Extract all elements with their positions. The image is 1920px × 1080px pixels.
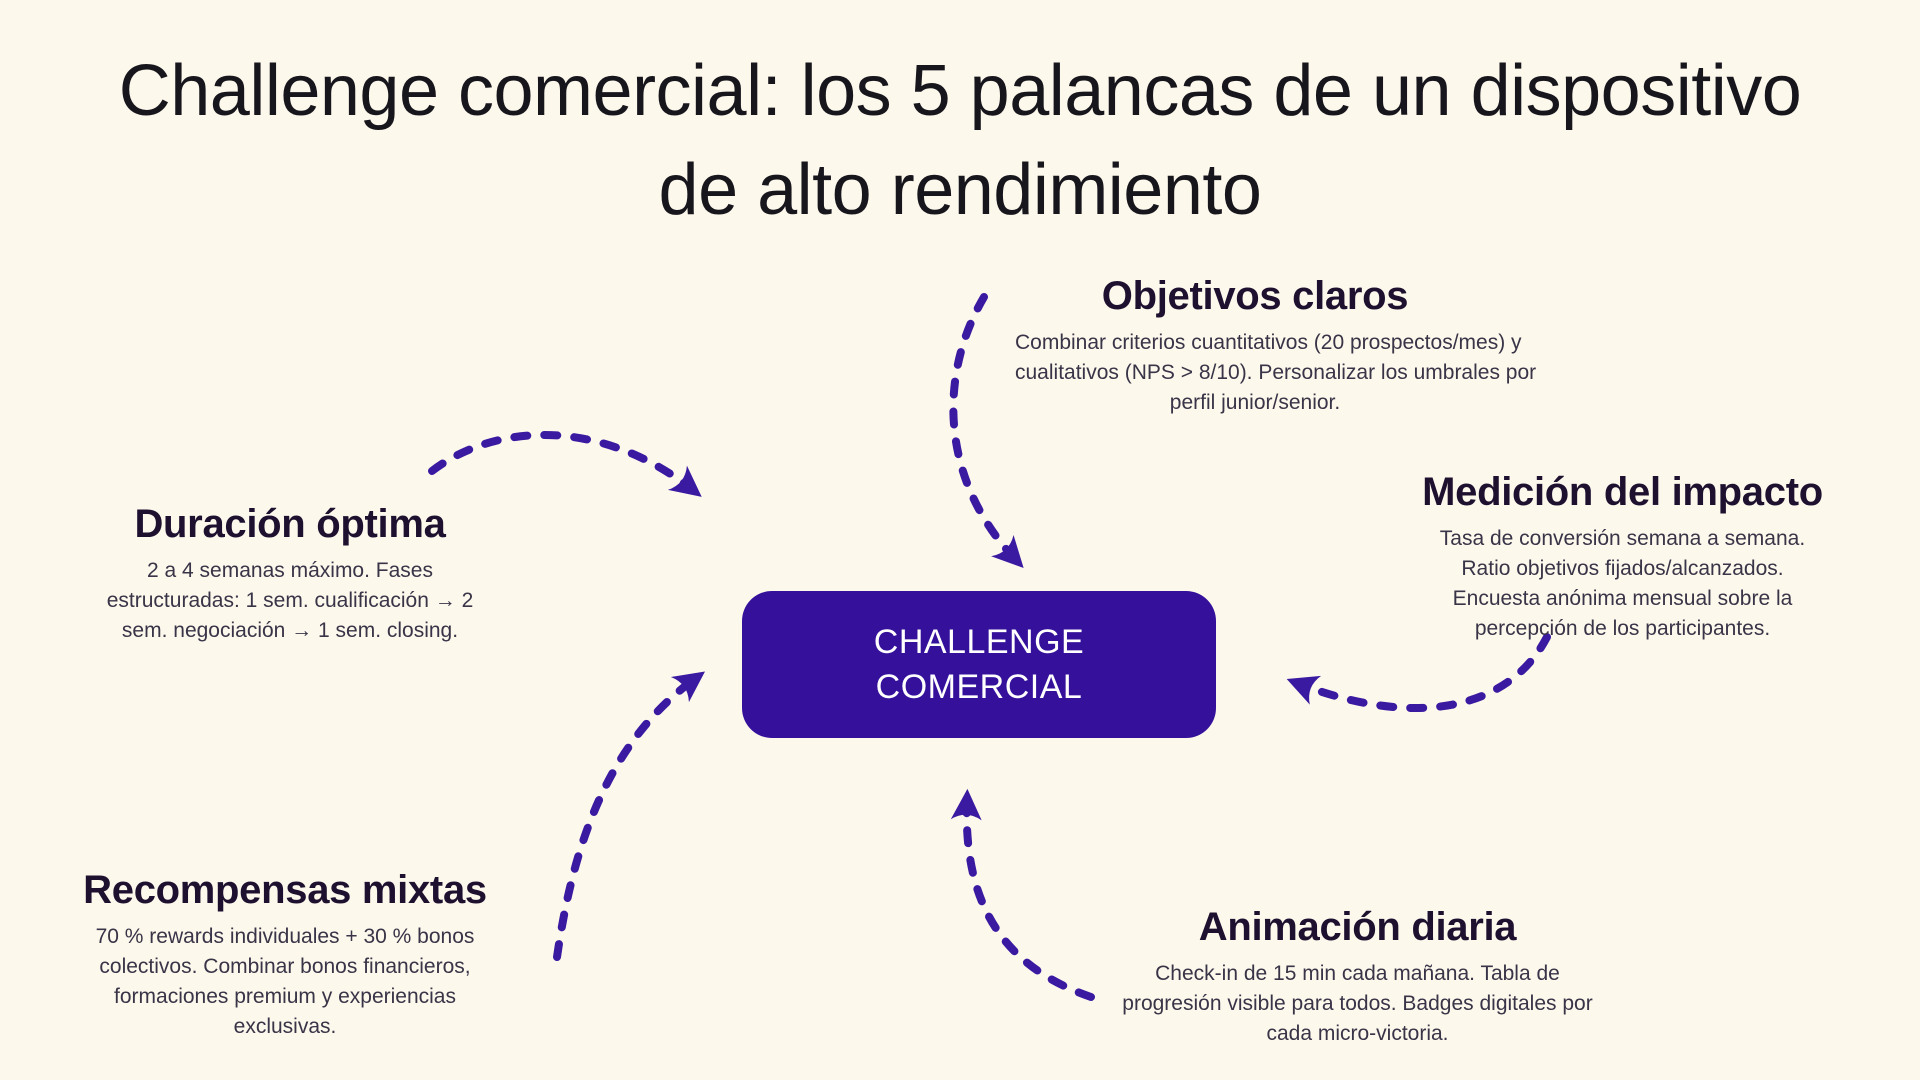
arrow-animacion-to-center: [950, 788, 1095, 1001]
arrow-medicion-to-center: [1286, 633, 1551, 712]
branch-body-line: exclusivas.: [233, 1015, 337, 1038]
arrow-objetivos-to-center: [949, 293, 1024, 569]
branch-body-line: percepción de los participantes.: [1474, 617, 1771, 640]
branch-body-line: Combinar criterios cuantitativos (20 pro…: [1015, 331, 1522, 354]
page-title-line-2: de alto rendimiento: [658, 150, 1262, 230]
branch-recompensas-mixtas: Recompensas mixtas 70 % rewards individu…: [55, 866, 515, 1042]
branch-heading-objetivos-claros: Objetivos claros: [1101, 274, 1409, 318]
branch-heading-medicion-del-impacto: Medición del impacto: [1422, 470, 1823, 514]
branch-body-line: cualitativos (NPS > 8/10). Personalizar …: [1015, 361, 1537, 384]
branch-body-line: perfil junior/senior.: [1169, 391, 1341, 414]
branch-heading-recompensas-mixtas: Recompensas mixtas: [83, 868, 487, 912]
page-title: Challenge comercial: los 5 palancas de u…: [0, 42, 1920, 240]
branch-body-line: Ratio objetivos fijados/alcanzados.: [1461, 557, 1784, 580]
arrow-duracion-to-center: [428, 431, 702, 497]
center-node-label-line-1: CHALLENGE: [873, 622, 1085, 661]
center-node-label-line-2: COMERCIAL: [875, 667, 1083, 706]
branch-duracion-optima: Duración óptima 2 a 4 semanas máximo. Fa…: [80, 500, 500, 646]
branch-body-line: colectivos. Combinar bonos financieros,: [99, 955, 471, 978]
branch-body-line: Tasa de conversión semana a semana.: [1439, 527, 1806, 550]
branch-body-line: 2 a 4 semanas máximo. Fases: [147, 559, 433, 582]
branch-objetivos-claros: Objetivos claros Combinar criterios cuan…: [1015, 272, 1537, 418]
branch-body-line: progresión visible para todos. Badges di…: [1122, 992, 1593, 1015]
branch-body-line: 70 % rewards individuales + 30 % bonos: [95, 925, 475, 948]
branch-body-line: sem. negociación → 1 sem. closing.: [121, 619, 459, 642]
branch-heading-duracion-optima: Duración óptima: [134, 502, 446, 546]
branch-body-line: estructuradas: 1 sem. cualificación → 2: [106, 589, 474, 612]
branch-body-line: Check-in de 15 min cada mañana. Tabla de: [1155, 962, 1560, 985]
center-node-challenge-comercial: CHALLENGE COMERCIAL: [742, 591, 1216, 738]
branch-body-line: cada micro-victoria.: [1266, 1022, 1449, 1045]
branch-body-line: formaciones premium y experiencias: [114, 985, 456, 1008]
page-title-line-1: Challenge comercial: los 5 palancas de u…: [118, 51, 1802, 131]
branch-body-line: Encuesta anónima mensual sobre la: [1452, 587, 1793, 610]
branch-animacion-diaria: Animación diaria Check-in de 15 min cada…: [1100, 903, 1615, 1049]
arrow-recompensas-to-center: [553, 671, 705, 961]
branch-heading-animacion-diaria: Animación diaria: [1198, 905, 1517, 949]
branch-medicion-del-impacto: Medición del impacto Tasa de conversión …: [1390, 468, 1855, 644]
